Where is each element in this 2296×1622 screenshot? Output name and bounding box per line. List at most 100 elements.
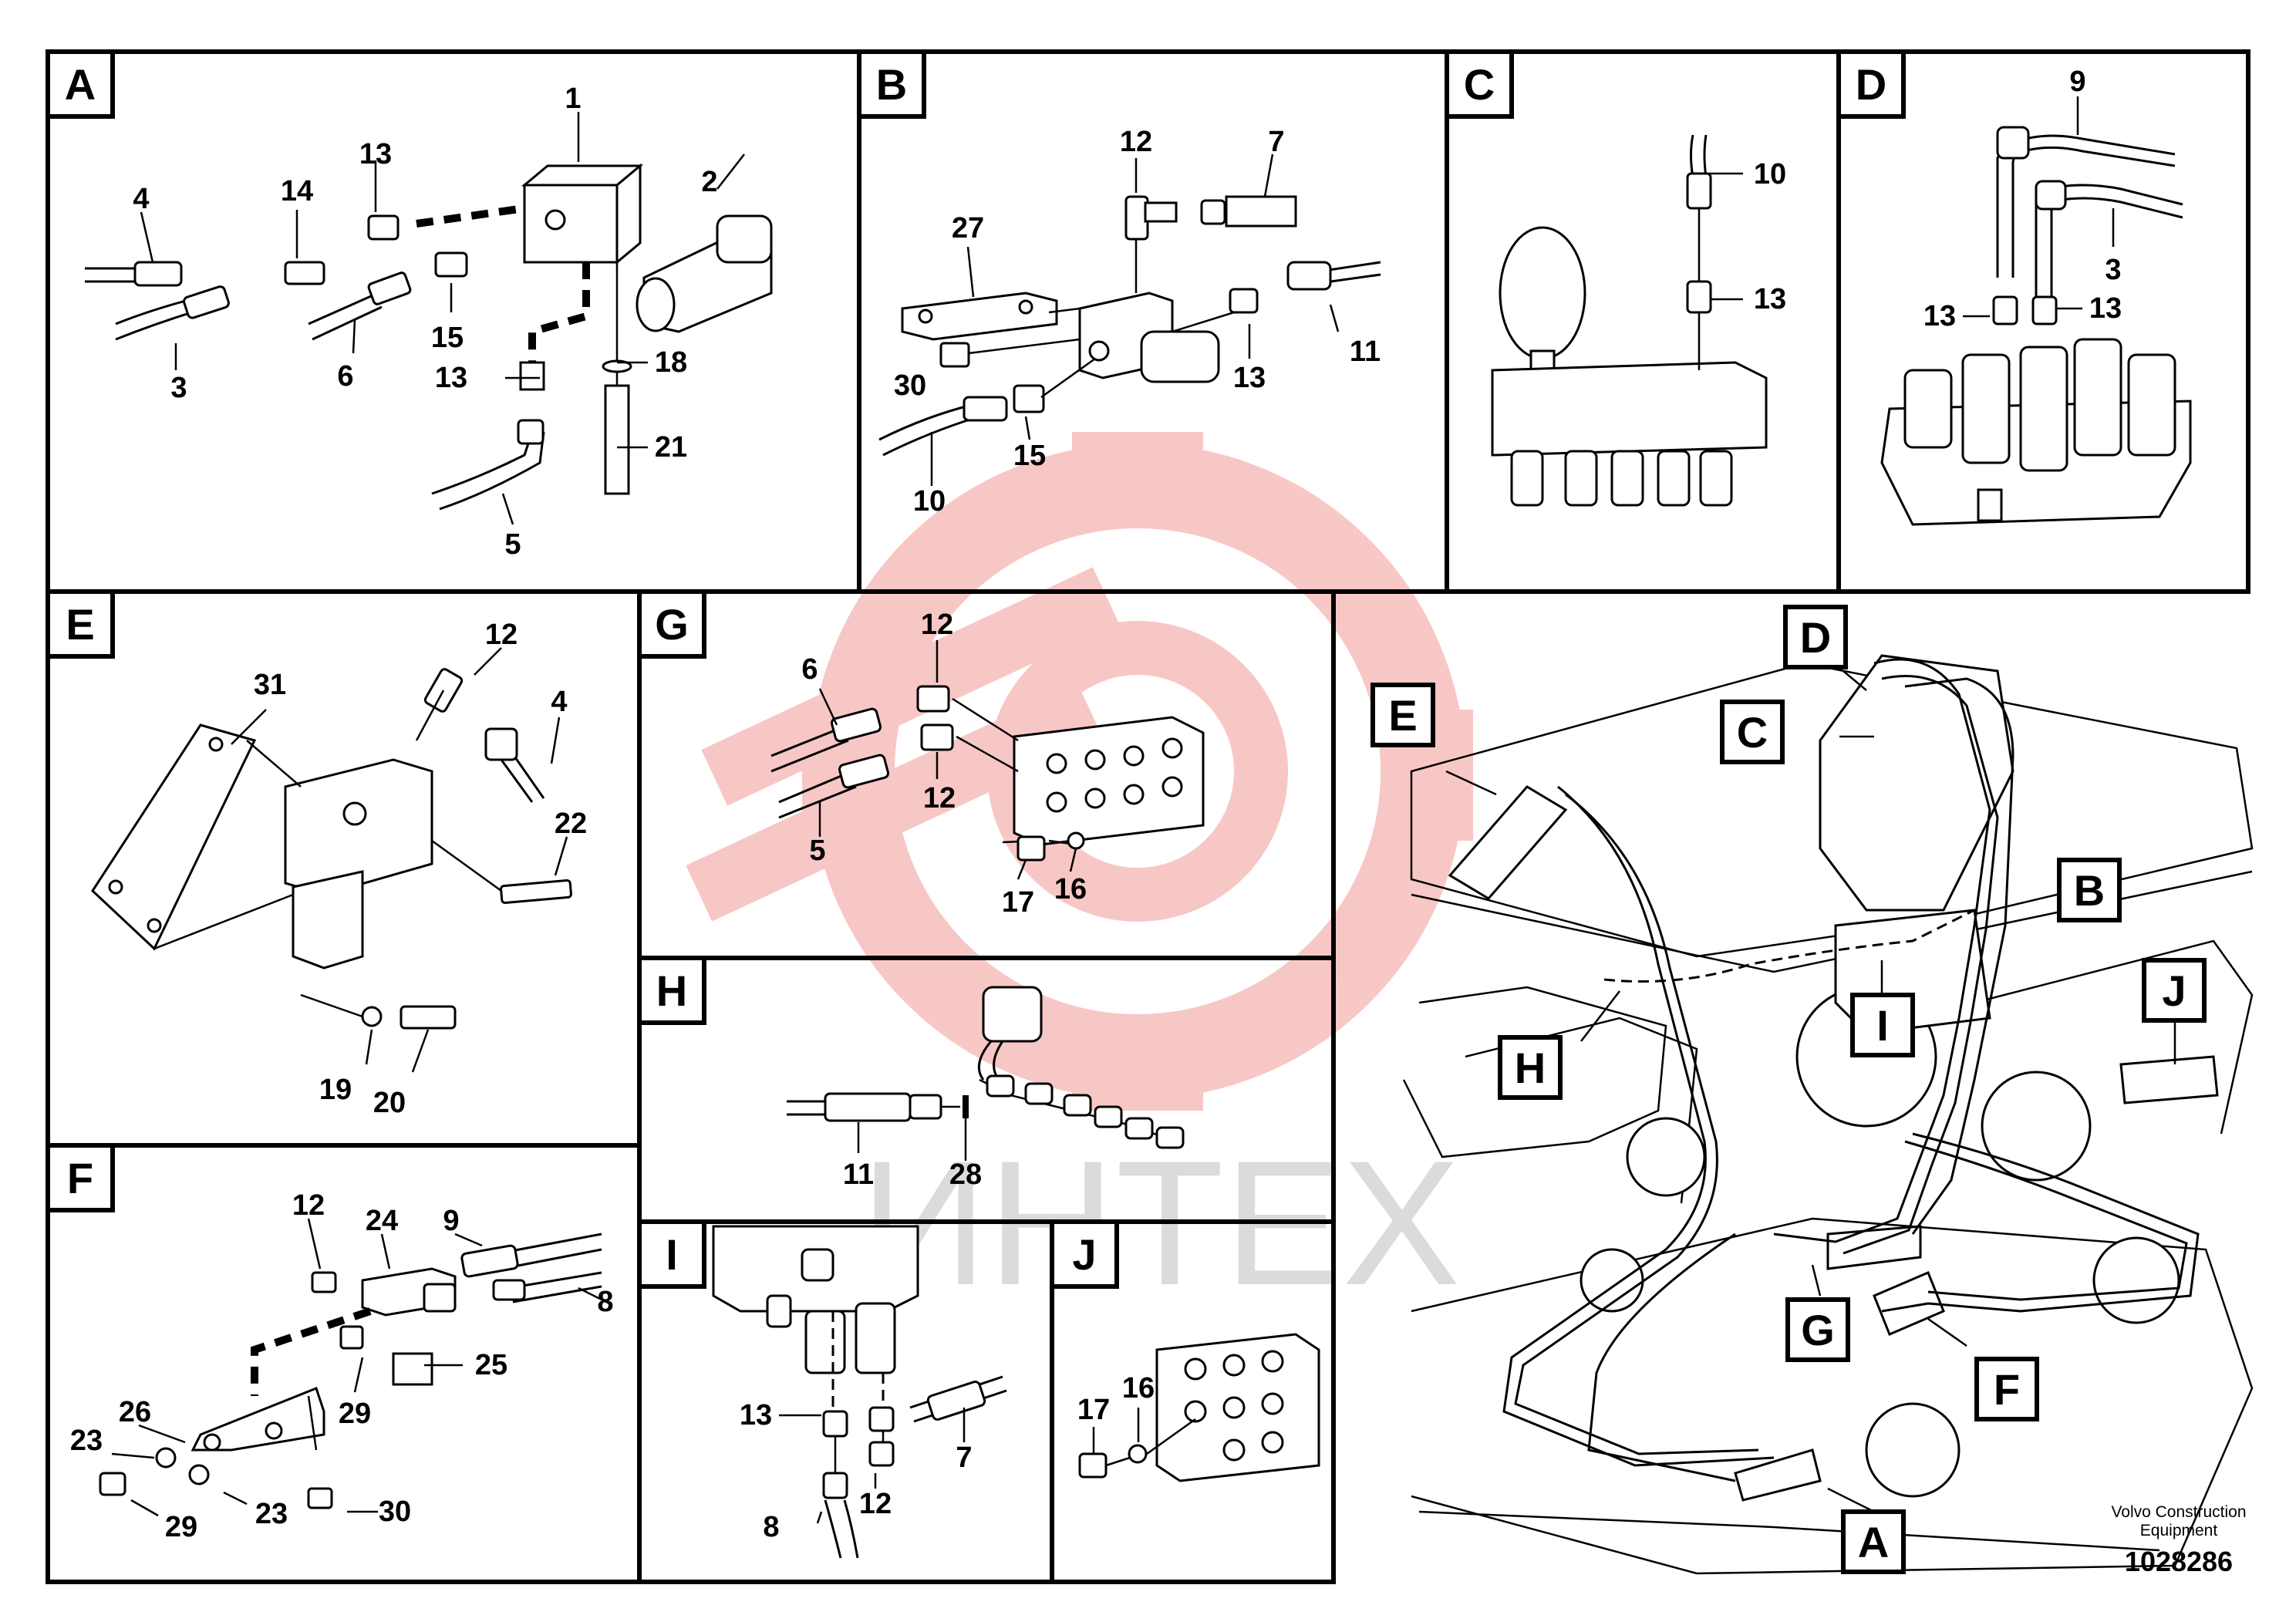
callout-e-31: 31 (254, 669, 286, 701)
overview-callouts: D C E B I J H G F A (1371, 605, 2207, 1574)
callout-i-8: 8 (763, 1511, 779, 1543)
callout-j-17: 17 (1077, 1394, 1110, 1426)
callout-a-13b: 13 (435, 362, 467, 394)
callout-b-27: 27 (952, 212, 984, 244)
callout-i-7: 7 (956, 1442, 972, 1474)
panel-b-drawing (878, 195, 1381, 457)
callout-a-3: 3 (170, 372, 187, 404)
svg-text:E: E (1388, 691, 1417, 740)
svg-text:A: A (1858, 1518, 1889, 1566)
callout-c-13: 13 (1754, 283, 1786, 315)
callout-b-30: 30 (894, 369, 926, 402)
svg-text:E: E (66, 600, 94, 649)
callout-g-12b: 12 (923, 782, 956, 814)
svg-text:F: F (1994, 1365, 2020, 1414)
overview-label-i: I (1850, 993, 1915, 1057)
svg-text:C: C (1737, 708, 1768, 757)
callout-b-12: 12 (1120, 126, 1152, 158)
svg-text:I: I (1876, 1001, 1889, 1050)
overview-label-d: D (1783, 605, 1848, 669)
callout-e-22: 22 (555, 808, 587, 840)
panel-label-f: F (46, 1143, 115, 1212)
svg-text:D: D (1856, 60, 1886, 109)
callout-f-23a: 23 (70, 1425, 103, 1457)
callout-a-6: 6 (337, 360, 353, 393)
callout-c-10: 10 (1754, 158, 1786, 191)
callout-f-9: 9 (443, 1205, 459, 1237)
svg-text:B: B (876, 60, 907, 109)
callout-e-20: 20 (373, 1087, 406, 1119)
overview-label-j: J (2142, 958, 2207, 1023)
callout-g-6: 6 (801, 653, 818, 686)
callout-f-12: 12 (292, 1189, 325, 1222)
overview-label-c: C (1720, 700, 1785, 764)
panel-b-callouts: 12 7 27 30 13 11 10 15 (894, 126, 1381, 518)
doc-number: 1028286 (2125, 1546, 2233, 1577)
panel-h-callouts: 11 28 (843, 1118, 982, 1191)
panel-a-drawing (85, 163, 773, 511)
callout-e-4: 4 (551, 686, 567, 718)
panel-label-a: A (46, 49, 115, 119)
callout-f-26: 26 (119, 1396, 151, 1428)
callout-a-15: 15 (431, 322, 464, 354)
panel-f-callouts: 12 24 9 8 25 26 23 29 23 29 30 (70, 1189, 614, 1543)
panel-j-callouts: 17 16 (1077, 1372, 1155, 1454)
callout-g-17: 17 (1002, 886, 1034, 919)
svg-text:A: A (65, 60, 96, 109)
svg-text:J: J (1072, 1230, 1096, 1279)
panel-label-e: E (46, 589, 115, 659)
svg-text:H: H (1515, 1044, 1546, 1092)
panel-label-i: I (637, 1219, 706, 1289)
panel-label-d: D (1836, 49, 1906, 119)
callout-g-12a: 12 (921, 609, 953, 641)
svg-text:I: I (666, 1230, 678, 1279)
callout-a-5: 5 (504, 528, 521, 561)
callout-e-12: 12 (485, 619, 518, 651)
callout-g-5: 5 (809, 835, 825, 867)
callout-b-10: 10 (913, 485, 946, 518)
callout-a-4: 4 (133, 183, 149, 215)
panel-label-h: H (637, 956, 706, 1025)
callout-a-13: 13 (359, 138, 392, 170)
panel-label-c: C (1445, 49, 1514, 119)
callout-b-7: 7 (1268, 126, 1284, 158)
svg-text:G: G (655, 600, 689, 649)
callout-f-29b: 29 (165, 1511, 197, 1543)
overview-label-g: G (1785, 1297, 1850, 1362)
callout-a-14: 14 (281, 175, 313, 207)
callout-f-24: 24 (366, 1205, 398, 1237)
callout-i-12: 12 (859, 1488, 892, 1520)
callout-a-18: 18 (655, 346, 687, 379)
svg-text:J: J (2162, 966, 2186, 1015)
callout-a-2: 2 (701, 166, 717, 198)
callout-g-16: 16 (1054, 873, 1087, 905)
callout-f-8: 8 (597, 1286, 613, 1318)
callout-b-13: 13 (1233, 362, 1266, 394)
callout-h-11: 11 (843, 1158, 874, 1191)
svg-text:D: D (1800, 613, 1831, 662)
overview-drawing (1402, 654, 2254, 1575)
panel-e-callouts: 12 31 4 22 19 20 (231, 619, 587, 1119)
panel-label-g: G (637, 589, 706, 659)
panel-j-drawing (1078, 1333, 1320, 1482)
svg-text:F: F (67, 1154, 93, 1202)
overview-label-a: A (1841, 1509, 1906, 1574)
panel-f-drawing (99, 1233, 602, 1509)
panel-e-drawing (91, 668, 572, 1030)
callout-d-13a: 13 (1923, 300, 1956, 332)
svg-text:B: B (2074, 866, 2105, 915)
callout-e-19: 19 (319, 1074, 352, 1106)
panel-a-callouts: 1 2 13 14 4 3 6 15 13 18 21 5 (133, 83, 745, 561)
svg-text:G: G (1801, 1306, 1835, 1354)
callout-a-21: 21 (655, 431, 687, 464)
overview-label-f: F (1974, 1357, 2039, 1421)
overview-label-h: H (1498, 1035, 1563, 1100)
callout-i-13: 13 (740, 1399, 772, 1431)
callout-b-11: 11 (1350, 336, 1381, 368)
panel-labels: A B C D E F G H I J (46, 49, 1906, 1289)
panel-c-callouts: 10 13 (1708, 158, 1786, 315)
callout-d-13b: 13 (2089, 292, 2122, 325)
